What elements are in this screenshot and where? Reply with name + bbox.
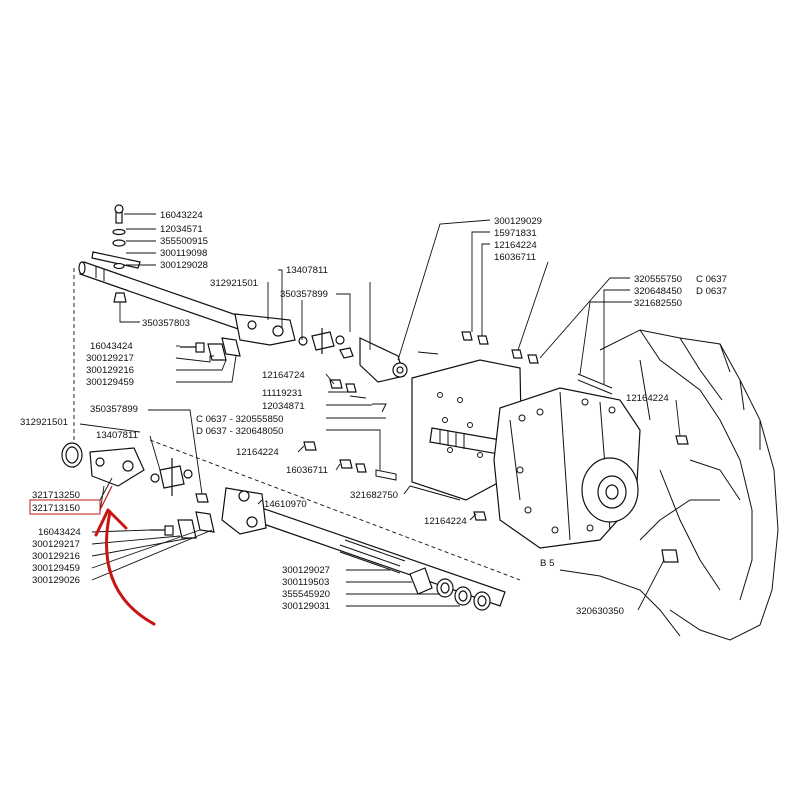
part-label[interactable]: 350357899 xyxy=(280,289,328,300)
part-label[interactable]: 16043224 xyxy=(160,210,203,221)
part-label[interactable]: 14610970 xyxy=(264,499,307,510)
part-label[interactable]: 300129027 xyxy=(282,565,330,576)
part-label[interactable]: D 0637 - 320648050 xyxy=(196,426,283,437)
part-label[interactable]: 355500915 xyxy=(160,236,208,247)
fan-wheel xyxy=(559,329,779,641)
part-label[interactable]: 300119503 xyxy=(282,577,329,588)
part-label[interactable]: 321682550 xyxy=(634,298,682,309)
part-label[interactable]: 12034871 xyxy=(262,401,305,412)
upper-shaft-assembly xyxy=(73,204,408,470)
part-label[interactable]: D 0637 xyxy=(696,286,727,297)
part-label[interactable]: 300129026 xyxy=(32,575,80,586)
part-labels: 16043224 12034571 355500915 300119098 30… xyxy=(20,210,727,617)
part-label[interactable]: 300129216 xyxy=(86,365,134,376)
leader-lines xyxy=(79,213,681,611)
part-label[interactable]: 320648450 xyxy=(634,286,682,297)
part-label[interactable]: 12164224 xyxy=(494,240,537,251)
part-label[interactable]: 300129028 xyxy=(160,260,208,271)
part-label[interactable]: 12164224 xyxy=(626,393,669,404)
part-label[interactable]: 16043424 xyxy=(38,527,81,538)
part-label[interactable]: 300129217 xyxy=(86,353,134,364)
part-label[interactable]: 320630350 xyxy=(576,606,624,617)
part-label[interactable]: 321713150 xyxy=(32,503,80,514)
part-label[interactable]: 16036711 xyxy=(494,252,536,263)
part-label[interactable]: 300129029 xyxy=(494,216,542,227)
part-label[interactable]: 300129217 xyxy=(32,539,80,550)
part-label[interactable]: C 0637 - 320555850 xyxy=(196,414,283,425)
gearbox-housing xyxy=(303,331,689,563)
lower-shaft-assembly xyxy=(61,439,521,611)
part-label[interactable]: 321682750 xyxy=(350,490,398,501)
part-label[interactable]: 355545920 xyxy=(282,589,330,600)
part-label[interactable]: 12164724 xyxy=(262,370,305,381)
highlight-box xyxy=(29,499,101,515)
part-label[interactable]: 312921501 xyxy=(210,278,258,289)
red-annotation xyxy=(29,485,156,626)
part-label[interactable]: 300129459 xyxy=(32,563,80,574)
part-label[interactable]: 300129031 xyxy=(282,601,330,612)
part-label[interactable]: 320555750 xyxy=(634,274,682,285)
part-label[interactable]: 16043424 xyxy=(90,341,133,352)
part-label[interactable]: 12034571 xyxy=(160,224,203,235)
part-label[interactable]: 11119231 xyxy=(262,388,303,399)
part-label[interactable]: 300119098 xyxy=(160,248,207,259)
part-label[interactable]: 300129216 xyxy=(32,551,80,562)
part-label[interactable]: 350357803 xyxy=(142,318,190,329)
part-label[interactable]: 312921501 xyxy=(20,417,68,428)
part-label[interactable]: 300129459 xyxy=(86,377,134,388)
red-arrowhead xyxy=(94,508,128,537)
part-label[interactable]: 12164224 xyxy=(236,447,279,458)
part-label[interactable]: 15971831 xyxy=(494,228,537,239)
part-label[interactable]: 12164224 xyxy=(424,516,467,527)
part-label[interactable]: 13407811 xyxy=(286,265,328,276)
part-label[interactable]: 321713250 xyxy=(32,490,80,501)
part-label[interactable]: 16036711 xyxy=(286,465,328,476)
part-label[interactable]: 13407811 xyxy=(96,430,138,441)
part-label[interactable]: 350357899 xyxy=(90,404,138,415)
section-mark: B 5 xyxy=(540,558,554,569)
red-arrow xyxy=(104,510,156,626)
part-label[interactable]: C 0637 xyxy=(696,274,727,285)
